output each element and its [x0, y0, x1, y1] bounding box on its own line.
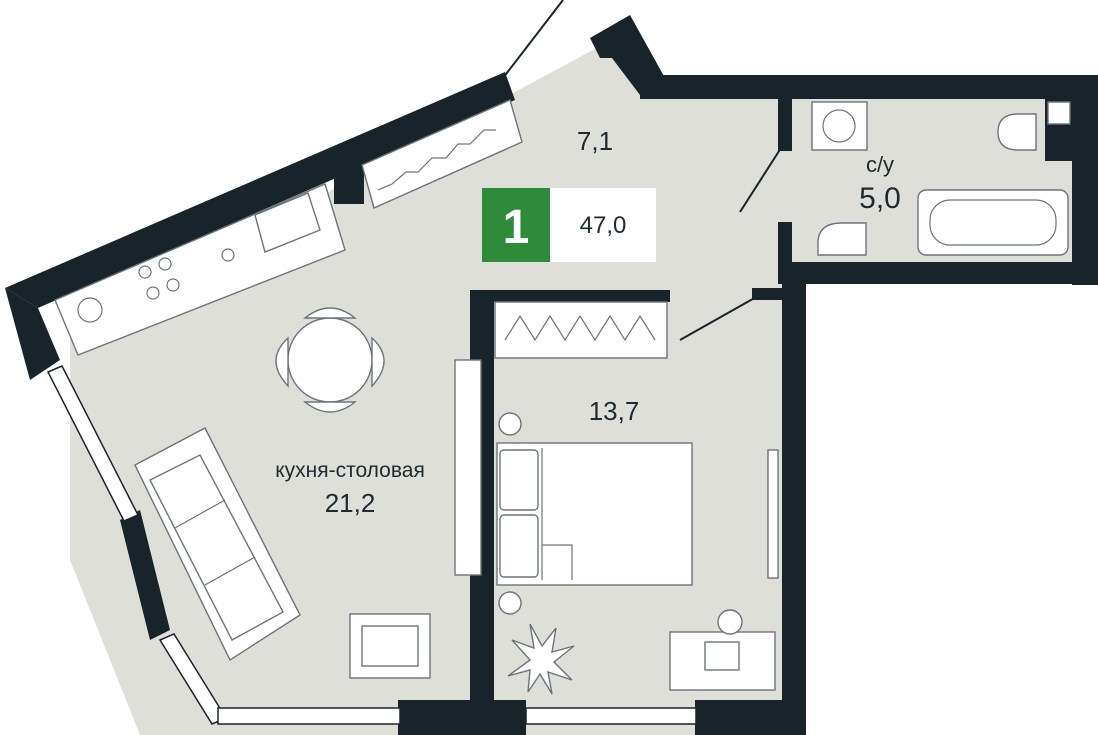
kitchen-name: кухня-столовая [275, 459, 425, 482]
plant-icon [507, 623, 575, 695]
bathroom-area: 5,0 [859, 182, 901, 215]
dishwasher-icon [221, 248, 235, 262]
stove-icon [138, 257, 180, 300]
sofa [134, 427, 301, 662]
nightstand-icon [498, 412, 522, 436]
bedroom-tv [767, 449, 779, 579]
bed [496, 412, 693, 615]
washbasin-icon [817, 222, 867, 256]
room-count: 1 [503, 201, 530, 254]
wardrobe-hallway [361, 99, 523, 209]
total-area: 47,0 [580, 212, 627, 239]
kitchen-area: 21,2 [325, 488, 376, 518]
armchair [349, 613, 431, 679]
bathroom-fixtures [811, 101, 1071, 256]
sink-icon [254, 192, 321, 253]
outer-walls [5, 15, 1098, 735]
kitchen-counter [54, 183, 346, 356]
laptop-icon [704, 641, 740, 671]
washing-machine-icon [811, 101, 868, 151]
room-count-badge [482, 188, 550, 262]
bathtub-icon [917, 189, 1069, 256]
hallway-area: 7,1 [577, 126, 613, 156]
door-lines [502, 0, 782, 341]
bedroom-area: 13,7 [589, 396, 640, 426]
dining-table [275, 307, 385, 413]
fridge-icon [77, 297, 103, 323]
desk [669, 609, 776, 691]
wardrobe-bedroom [494, 301, 668, 359]
bathroom-name: с/у [866, 152, 894, 177]
tv-stand [454, 359, 482, 576]
nightstand-icon [498, 591, 522, 615]
toilet-icon [997, 113, 1037, 151]
apartment-badge: 1 47,0 [482, 188, 656, 262]
windows [46, 365, 697, 725]
